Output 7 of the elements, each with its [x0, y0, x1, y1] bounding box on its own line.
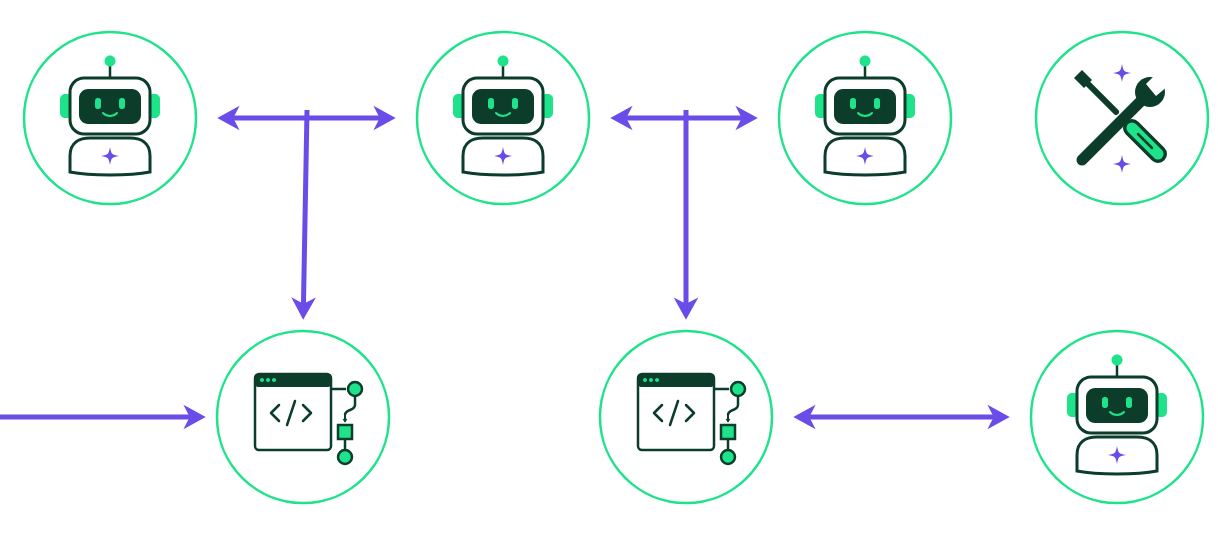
icon-circle [777, 30, 953, 206]
icon-circle [1029, 329, 1205, 505]
icon-circle [215, 329, 391, 505]
icon-circle [22, 30, 198, 206]
icon-circle [1034, 30, 1210, 206]
icon-circle [598, 329, 774, 505]
icon-circle [415, 30, 591, 206]
